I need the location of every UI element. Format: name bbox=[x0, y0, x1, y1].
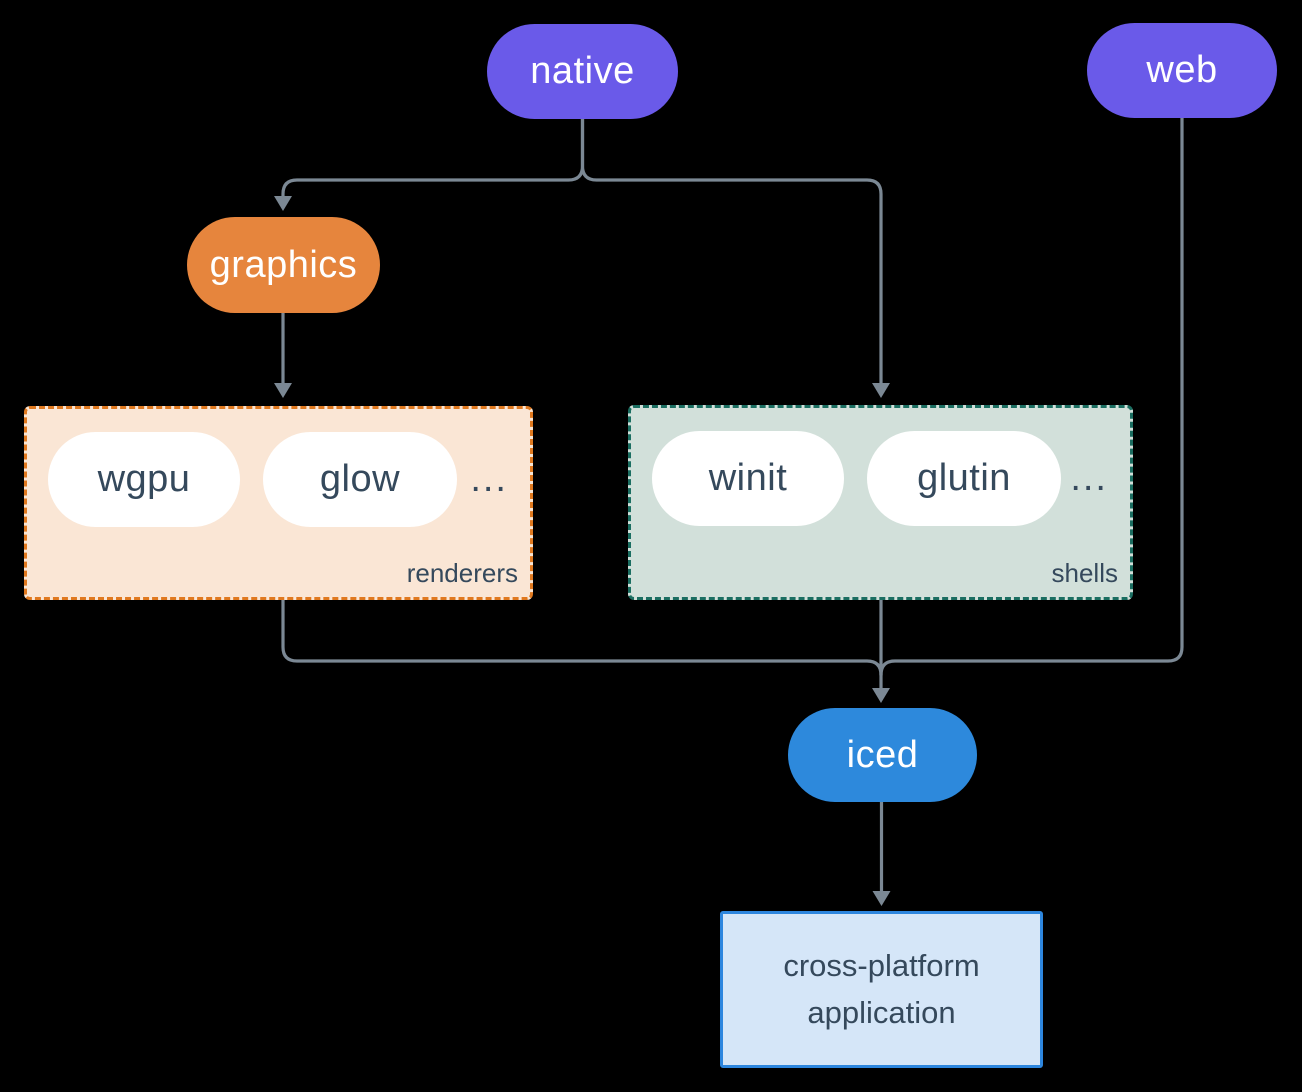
node-wgpu: wgpu bbox=[48, 432, 240, 527]
node-cross-platform-application: cross-platform application bbox=[720, 911, 1043, 1068]
node-glow-label: glow bbox=[319, 458, 401, 500]
edge-native-to-shells bbox=[580, 117, 883, 385]
arrowhead-graphics-icon bbox=[274, 196, 292, 211]
node-glutin: glutin bbox=[867, 431, 1061, 526]
group-renderers: wgpu glow ... renderers bbox=[24, 406, 533, 600]
node-graphics-label: graphics bbox=[209, 243, 358, 286]
node-glow: glow bbox=[263, 432, 457, 527]
arrowhead-shells-icon bbox=[872, 383, 890, 398]
edge-renderers-to-iced bbox=[281, 598, 883, 677]
node-winit-label: winit bbox=[708, 457, 788, 499]
renderers-ellipsis: ... bbox=[470, 458, 508, 500]
shells-ellipsis: ... bbox=[1070, 457, 1108, 499]
renderers-group-label: renderers bbox=[406, 558, 518, 588]
node-app-label: cross-platform application bbox=[783, 948, 980, 1030]
node-winit: winit bbox=[652, 431, 844, 526]
node-native: native bbox=[487, 24, 678, 119]
arrowhead-iced-icon bbox=[872, 688, 890, 703]
arrowhead-app-icon bbox=[872, 891, 891, 906]
node-wgpu-label: wgpu bbox=[97, 458, 191, 500]
group-shells: winit glutin ... shells bbox=[628, 405, 1133, 600]
node-graphics: graphics bbox=[187, 217, 380, 313]
node-native-label: native bbox=[530, 50, 635, 92]
arrowhead-renderers-icon bbox=[274, 383, 292, 398]
shells-group-label: shells bbox=[1051, 558, 1118, 588]
edge-native-to-graphics bbox=[281, 117, 585, 198]
node-web-label: web bbox=[1146, 49, 1218, 91]
node-web: web bbox=[1087, 23, 1277, 118]
node-glutin-label: glutin bbox=[917, 457, 1011, 499]
edge-web-to-iced bbox=[879, 116, 1184, 677]
node-iced: iced bbox=[788, 708, 977, 802]
node-iced-label: iced bbox=[846, 733, 919, 776]
